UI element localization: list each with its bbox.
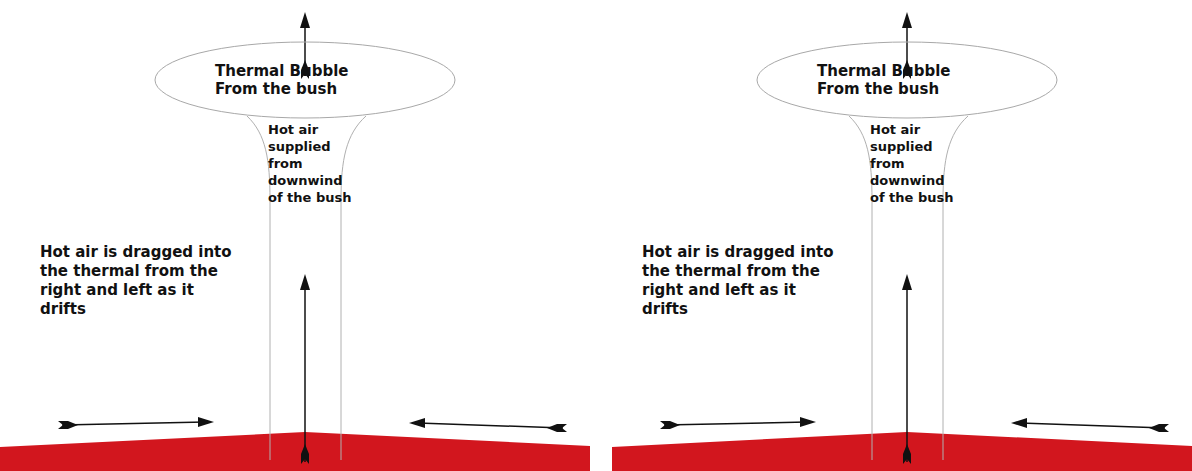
inflow-arrow <box>1020 423 1165 428</box>
arrow-head <box>300 274 310 290</box>
thermal-column-edge <box>247 116 270 460</box>
ground-wedge <box>0 432 590 471</box>
panel <box>0 12 590 471</box>
arrow-tail <box>301 444 309 464</box>
annotation-note: Hot air supplied from downwind of the bu… <box>268 121 352 206</box>
thermal-column-edge <box>341 116 366 460</box>
inflow-arrow <box>664 422 807 425</box>
arrow-tail <box>660 421 680 429</box>
arrow-head <box>800 417 816 427</box>
arrow-head <box>409 418 425 428</box>
ground-wedge <box>612 432 1192 471</box>
arrow-head <box>1011 418 1027 428</box>
panel <box>612 12 1192 471</box>
bubble-title: Thermal Bubble From the bush <box>817 62 982 98</box>
inflow-arrow <box>418 423 563 428</box>
arrow-head <box>198 417 214 427</box>
arrow-head <box>300 12 310 28</box>
bubble-title: Thermal Bubble From the bush <box>215 62 380 98</box>
thermal-column-edge <box>849 116 872 460</box>
inflow-arrow <box>62 422 205 425</box>
arrow-tail <box>903 444 911 464</box>
bubble-ellipse <box>757 42 1057 118</box>
updraft-arrow <box>906 282 908 462</box>
thermal-bubble: Thermal Bubble From the bush <box>155 42 455 118</box>
bubble-ellipse <box>155 42 455 118</box>
arrow-tail <box>58 421 78 429</box>
arrow-tail <box>1149 424 1169 432</box>
thermal-bubble: Thermal Bubble From the bush <box>757 42 1057 118</box>
thermal-column-edge <box>943 116 968 460</box>
updraft-arrow <box>304 282 306 462</box>
annotation-note: Hot air is dragged into the thermal from… <box>40 243 232 319</box>
arrow-head <box>902 12 912 28</box>
arrow-tail <box>547 424 567 432</box>
annotation-note: Hot air supplied from downwind of the bu… <box>870 121 954 206</box>
arrow-head <box>902 274 912 290</box>
annotation-note: Hot air is dragged into the thermal from… <box>642 243 834 319</box>
